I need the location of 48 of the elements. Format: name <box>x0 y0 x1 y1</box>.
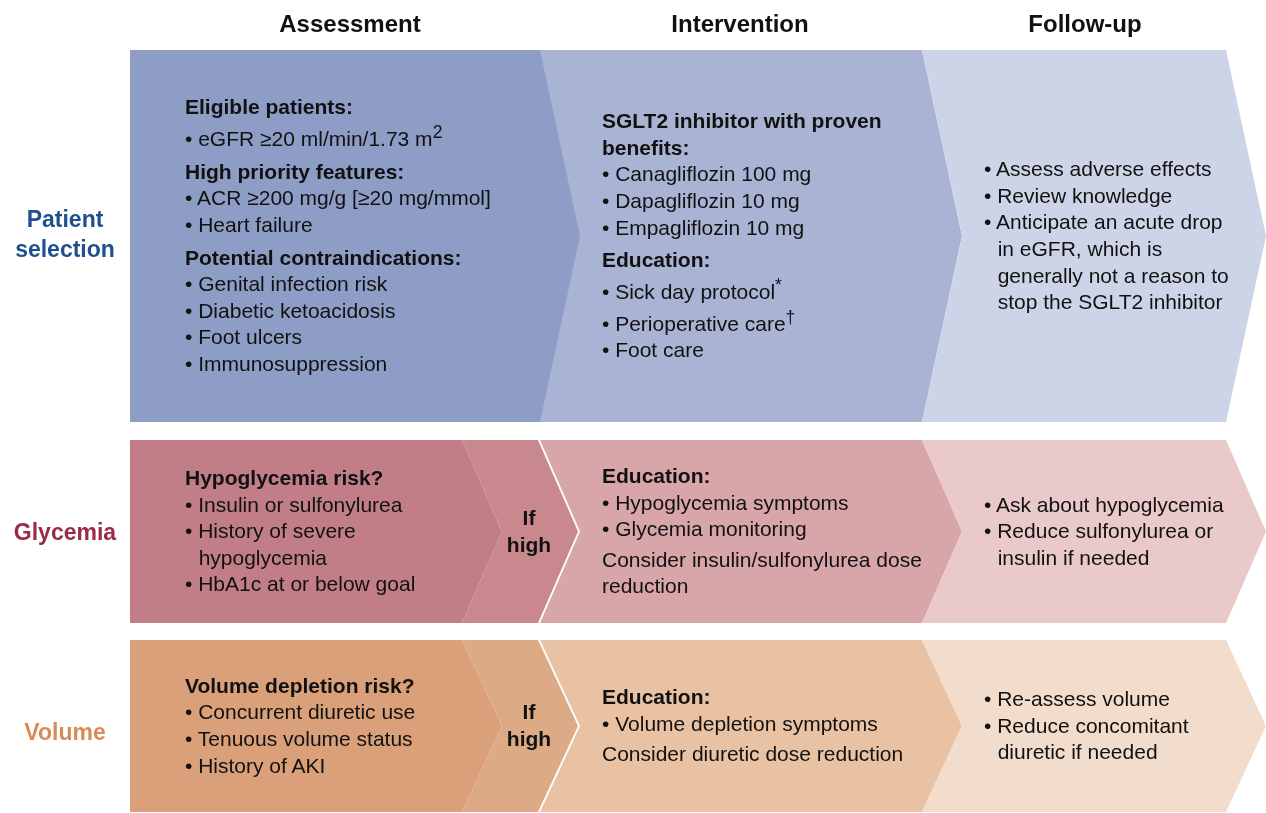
list-item: • HbA1c at or below goal <box>185 571 417 598</box>
list-item: • Assess adverse effects <box>984 156 1213 183</box>
row-label: Glycemia <box>12 518 118 547</box>
heading-text: If high <box>505 699 553 752</box>
column-header: Follow-up <box>1027 9 1143 39</box>
column-header: Assessment <box>278 9 422 39</box>
list-item: • ACR ≥200 mg/g [≥20 mg/mmol] <box>185 185 492 212</box>
list-item: • Re-assess volume <box>984 686 1171 712</box>
list-item: • Tenuous volume status <box>185 726 414 752</box>
list-item: • Reduce sulfonylurea or insulin if needed <box>984 518 1215 571</box>
list-item: • Ask about hypoglycemia <box>984 491 1225 518</box>
list-item: • History of severe hypoglycemia <box>185 518 357 571</box>
heading-text: If high <box>505 504 553 558</box>
list-item: • Diabetic ketoacidosis <box>185 297 397 324</box>
note-text: Consider diuretic dose reduction <box>602 741 905 768</box>
list-item: • Glycemia monitoring <box>602 516 808 543</box>
list-item: • Genital infection risk <box>185 271 389 298</box>
heading-text: SGLT2 inhibitor with proven benefits: <box>602 108 883 161</box>
row-label: Patient selection <box>14 205 116 264</box>
list-item: • Hypoglycemia symptoms <box>602 489 850 516</box>
heading-text: High priority features: <box>185 158 406 185</box>
list-item: • Concurrent diuretic use <box>185 699 417 726</box>
list-item: • Empagliflozin 10 mg <box>602 214 806 241</box>
column-header: Intervention <box>670 9 810 39</box>
list-item: • Sick day protocol$^{*}$ <box>602 274 783 305</box>
list-item: • Volume depletion symptoms <box>602 710 879 737</box>
list-item: • Heart failure <box>185 211 314 238</box>
heading-text: Hypoglycemia risk? <box>185 464 385 491</box>
list-item: • Foot ulcers <box>185 324 304 351</box>
heading-text: Education: <box>602 462 712 489</box>
list-item: • Anticipate an acute drop in eGFR, which is generally not a reason to stop the SGLT2 inhibitor <box>984 209 1230 316</box>
heading-text: Potential contraindications: <box>185 244 463 271</box>
list-item: • Perioperative care$^{†}$ <box>602 305 797 337</box>
heading-text: Eligible patients: <box>185 94 355 121</box>
list-item: • Foot care <box>602 337 705 364</box>
list-item: • Review knowledge <box>984 182 1174 209</box>
list-item: • Dapagliflozin 10 mg <box>602 188 801 214</box>
list-item: • History of AKI <box>185 752 327 779</box>
heading-text: Volume depletion risk? <box>185 672 416 699</box>
list-item: • eGFR ≥20 ml/min/1.73 m$^{2}$ <box>185 120 444 152</box>
list-item: • Reduce concomitant diuretic if needed <box>984 712 1190 766</box>
note-text: Consider insulin/sulfonylurea dose reduction <box>602 546 923 600</box>
heading-text: Education: <box>602 684 712 710</box>
list-item: • Immunosuppression <box>185 351 389 378</box>
list-item: • Insulin or sulfonylurea <box>185 491 404 518</box>
heading-text: Education: <box>602 247 712 274</box>
list-item: • Canagliflozin 100 mg <box>602 161 813 188</box>
row-label: Volume <box>23 718 107 747</box>
